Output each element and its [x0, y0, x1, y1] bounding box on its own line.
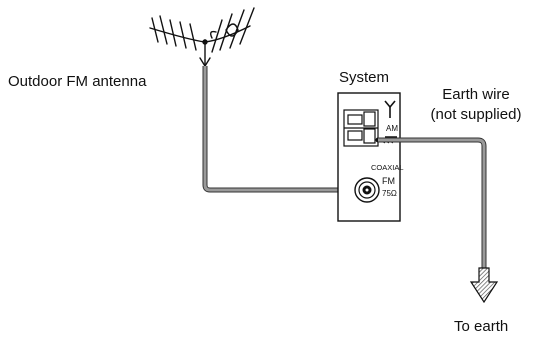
am-terminal-block — [343, 109, 379, 147]
ohm-label: 75Ω — [382, 189, 397, 198]
system-rear-panel: AM COAXIAL FM 75Ω — [337, 92, 404, 222]
fm-coaxial-jack — [354, 177, 380, 203]
fm-coaxial-cable — [202, 66, 358, 193]
to-earth-label: To earth — [454, 318, 509, 335]
earth-wire-note: (not supplied) — [430, 106, 522, 123]
fm-label: FM — [382, 176, 395, 186]
outdoor-fm-antenna-icon — [149, 7, 255, 68]
arrow-down-icon — [469, 267, 499, 304]
am-label: AM — [386, 124, 398, 133]
earth-wire-label: Earth wire — [442, 86, 510, 103]
coaxial-label: COAXIAL — [371, 163, 404, 172]
outdoor-fm-antenna-label: Outdoor FM antenna — [8, 73, 147, 90]
am-antenna-icon — [384, 100, 396, 118]
system-label: System — [339, 69, 390, 86]
